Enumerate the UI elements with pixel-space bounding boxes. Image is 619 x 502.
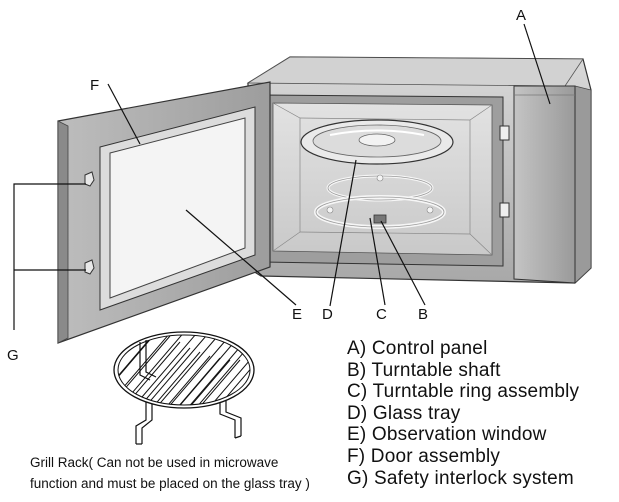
callout-f: F: [90, 77, 99, 94]
callout-g: G: [7, 347, 19, 364]
legend-item-turntable-shaft: B) Turntable shaft: [347, 359, 501, 381]
grill-rack-caption: Grill Rack( Can not be used in microwave…: [30, 452, 310, 494]
callout-a: A: [516, 7, 526, 24]
latch-hole-lower: [499, 202, 510, 218]
callout-b: B: [418, 306, 428, 323]
callout-c: C: [376, 306, 387, 323]
control-panel: [513, 85, 576, 284]
turntable-shaft: [373, 214, 387, 224]
observation-window: [109, 117, 246, 299]
grill-rack: [113, 331, 255, 445]
legend-item-glass-tray: D) Glass tray: [347, 402, 461, 424]
parts-legend: A) Control panel B) Turntable shaft C) T…: [347, 338, 579, 489]
callout-e: E: [292, 306, 302, 323]
turntable-ring-assembly: [314, 174, 446, 229]
glass-tray: [300, 119, 454, 165]
grill-rack-caption-line-2: function and must be placed on the glass…: [30, 476, 310, 491]
grill-rack-upper-legs: [139, 340, 157, 381]
grill-rack-caption-line-1: Grill Rack( Can not be used in microwave: [30, 455, 279, 470]
callout-d: D: [322, 306, 333, 323]
latch-hole-upper: [499, 125, 510, 141]
legend-item-door-assembly: F) Door assembly: [347, 445, 501, 467]
legend-item-turntable-ring-assembly: C) Turntable ring assembly: [347, 381, 580, 403]
legend-item-observation-window: E) Observation window: [347, 424, 547, 446]
legend-item-control-panel: A) Control panel: [347, 338, 488, 359]
legend-item-safety-interlock-system: G) Safety interlock system: [347, 467, 574, 489]
interlock-hook-upper: [84, 171, 95, 187]
leader-lines: [13, 23, 551, 330]
